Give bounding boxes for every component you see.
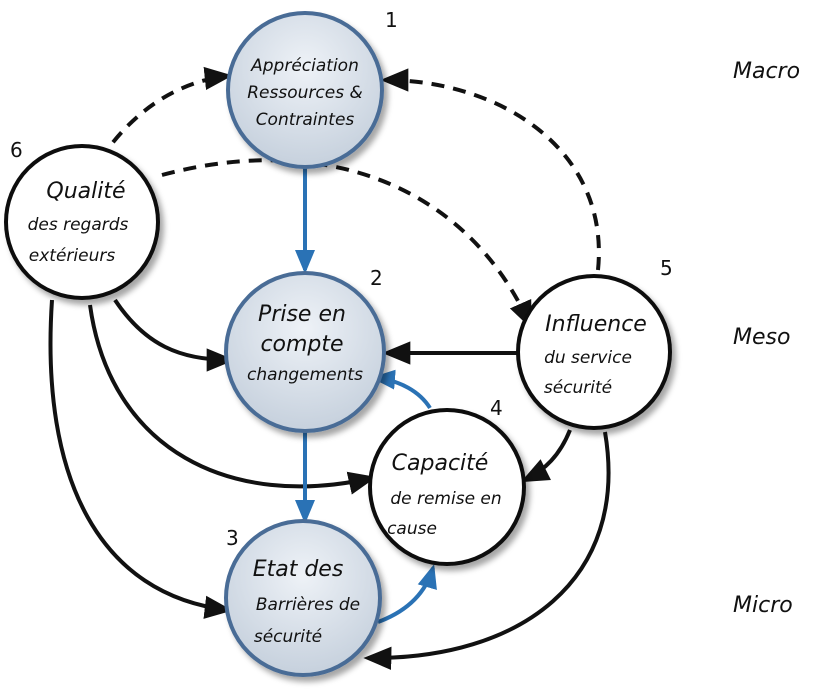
node-1-line-3: Contraintes xyxy=(256,110,355,130)
dashed-arrow-5-to-1 xyxy=(380,68,601,271)
node-5-number: 5 xyxy=(660,256,673,280)
node-6-number: 6 xyxy=(10,138,23,162)
node-4-number: 4 xyxy=(490,396,503,420)
node-6-line-1: Qualité xyxy=(46,179,125,204)
node-5-line-1: Influence xyxy=(545,312,647,337)
node-3-line-3: sécurité xyxy=(254,627,322,647)
node-3-line-2: Barrières de xyxy=(256,595,360,615)
node-1-line-1: Appréciation xyxy=(250,56,359,76)
node-6-qualite: Qualité des regards extérieurs xyxy=(4,144,160,300)
node-3-etat-des-barrieres: Etat des Barrières de sécurité xyxy=(224,519,382,677)
node-6-line-3: extérieurs xyxy=(29,246,116,266)
node-2-number: 2 xyxy=(370,266,383,290)
level-label-meso: Meso xyxy=(733,325,790,350)
node-2-line-2: compte xyxy=(260,332,343,357)
arrow-6-to-3 xyxy=(48,299,233,619)
node-1-number: 1 xyxy=(385,8,398,32)
level-label-micro: Micro xyxy=(733,593,793,618)
node-3-number: 3 xyxy=(226,526,239,550)
blue-arrow-3-to-4 xyxy=(377,564,437,624)
node-5-line-3: sécurité xyxy=(544,378,612,398)
node-5-influence: Influence du service sécurité xyxy=(516,274,672,430)
node-3-line-1: Etat des xyxy=(253,557,344,582)
node-4-capacite: Capacité de remise en cause xyxy=(368,408,526,566)
node-5-line-2: du service xyxy=(544,348,632,368)
node-2-line-3: changements xyxy=(247,365,363,385)
node-4-line-3: cause xyxy=(387,519,437,539)
dashed-arrow-6-to-5 xyxy=(161,158,532,330)
node-1-line-2: Ressources & xyxy=(247,83,362,103)
arrow-5-to-4 xyxy=(520,429,572,483)
level-label-macro: Macro xyxy=(733,59,800,84)
dashed-arrow-6-to-1 xyxy=(98,66,233,162)
node-2-line-1: Prise en xyxy=(258,302,346,327)
blue-arrow-4-to-2 xyxy=(371,369,432,410)
node-2-prise-en-compte: Prise en compte changements xyxy=(224,271,386,433)
node-4-line-2: de remise en xyxy=(390,489,501,509)
arrow-6-to-2 xyxy=(113,298,235,372)
node-1-appreciation: Appréciation Ressources & Contraintes xyxy=(226,11,384,169)
arrow-6-to-4 xyxy=(88,304,377,495)
node-4-line-1: Capacité xyxy=(392,451,489,476)
arrow-5-to-3 xyxy=(363,431,611,670)
node-6-line-2: des regards xyxy=(28,215,129,235)
